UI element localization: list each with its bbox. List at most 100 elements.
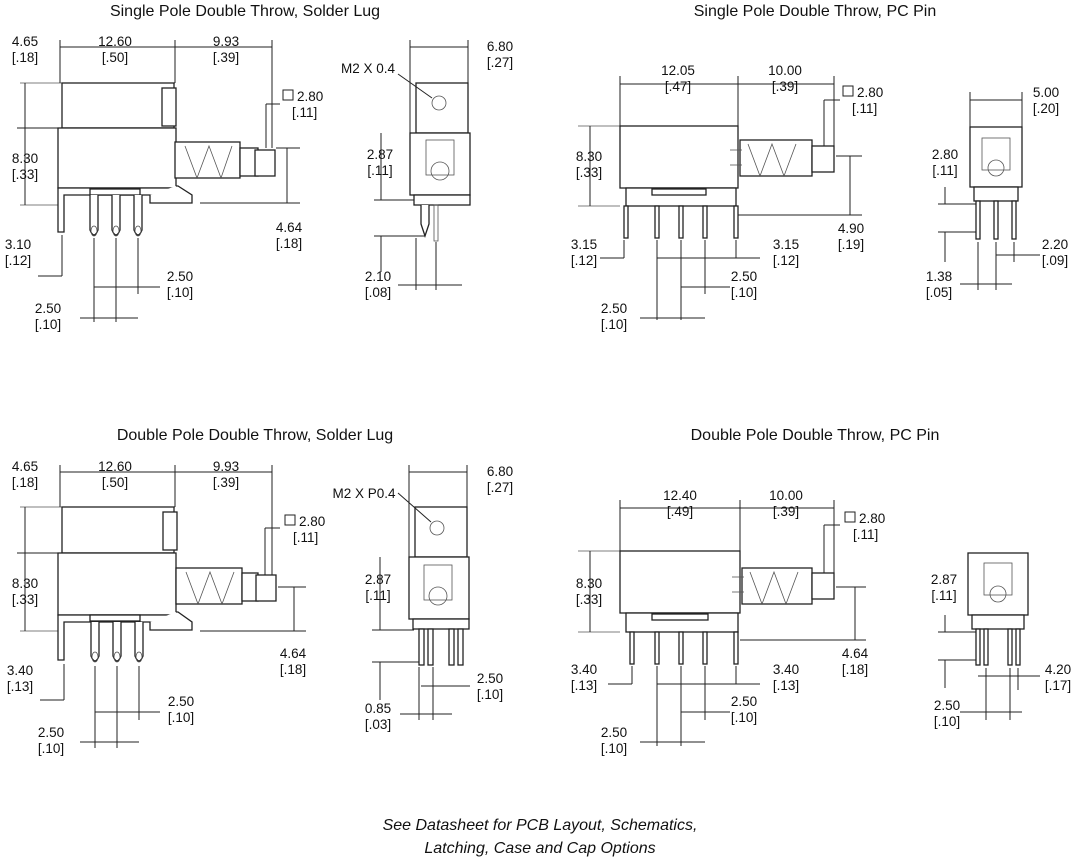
square-symbol-icon [844,511,856,523]
dimension-value: 4.20 [1045,662,1071,677]
dimension-value: 12.60 [98,34,132,49]
dimension-value: [.33] [12,167,38,182]
footnote: See Datasheet for PCB Layout, Schematics… [383,817,698,857]
square-symbol-icon [282,89,294,101]
dimension-value: [.10] [731,710,757,725]
dimension-value: [.18] [12,475,38,490]
footnote-line-2: Latching, Case and Cap Options [424,840,655,857]
dimension-value: [.11] [853,527,878,542]
side-view-outline [409,82,471,242]
dimension-value: [.10] [934,714,960,729]
panel-spdt-solder-lug: Single Pole Double Throw, Solder Lug [5,3,513,332]
panel-title: Single Pole Double Throw, PC Pin [694,3,937,20]
dimension-value: 4.90 [838,221,864,236]
side-view-outline [967,552,1029,666]
dimension-value: [.33] [12,592,38,607]
dimension-labels: 12.05 [.47] 10.00 [.39] 2.80 [.11] 8.30 … [571,63,1068,332]
dimension-value: 2.80 [932,147,958,162]
dimension-value: 2.80 [859,511,885,526]
dimension-value: [.33] [576,165,602,180]
front-view-outline [20,82,276,237]
dimension-value: [.49] [667,504,693,519]
dimension-lines [17,465,470,748]
dimension-value: [.10] [477,687,503,702]
dimension-value: 10.00 [768,63,802,78]
dimension-value: [.10] [167,285,193,300]
dimension-lines [589,76,1040,320]
dimension-line [397,492,432,523]
dimension-value: 4.64 [280,646,307,661]
dimension-value: [.27] [487,55,513,70]
dimension-value: [.11] [367,163,392,178]
front-view-outline [578,125,835,239]
panel-dpdt-pc-pin: Double Pole Double Throw, PC Pin [571,427,1071,756]
side-view-outline [408,506,470,666]
dimension-value: [.39] [772,79,798,94]
panel-spdt-pc-pin: Single Pole Double Throw, PC Pin [571,3,1068,332]
dimension-value: 4.65 [12,459,38,474]
dimension-value: [.12] [773,253,799,268]
dimension-value: 2.80 [297,89,323,104]
dimension-value: 2.87 [367,147,393,162]
dimension-value: 8.30 [12,576,38,591]
dimension-value: 2.50 [167,269,193,284]
dimension-value: 8.30 [576,149,602,164]
dimension-value: 4.65 [12,34,38,49]
dimension-value: 0.85 [365,701,391,716]
dimension-value: 3.40 [571,662,597,677]
dimension-value: [.11] [292,105,317,120]
dimension-value: [.10] [601,317,627,332]
dimension-labels: 12.40 [.49] 10.00 [.39] 2.80 [.11] 8.30 … [571,488,1071,756]
dimension-value: 2.50 [731,694,757,709]
dimension-value: 2.50 [601,725,627,740]
dimension-value: 1.38 [926,269,952,284]
dimension-value: 6.80 [487,464,513,479]
dimension-value: [.13] [773,678,799,693]
dimension-value: [.10] [35,317,61,332]
dimension-value: [.18] [276,236,302,251]
dimension-value: [.39] [773,504,799,519]
dimension-labels: 4.65 [.18] 12.60 [.50] 9.93 [.39] 2.80 [… [7,459,513,756]
dimension-value: [.18] [842,662,868,677]
dimension-value: 3.15 [773,237,799,252]
dimension-line [397,73,433,99]
dimension-value: [.10] [601,741,627,756]
dimension-value: 3.15 [571,237,597,252]
dimension-value: 2.50 [38,725,64,740]
dimension-value: 12.60 [98,459,132,474]
dimension-value: [.10] [38,741,64,756]
thread-note: M2 X 0.4 [341,61,396,76]
dimension-value: [.39] [213,475,239,490]
dimension-value: 9.93 [213,459,239,474]
dimension-value: 8.30 [12,151,38,166]
dimension-value: 2.50 [731,269,757,284]
dimension-value: 2.87 [931,572,957,587]
panel-title: Double Pole Double Throw, Solder Lug [117,427,393,444]
square-symbol-icon [842,85,854,97]
dimension-value: [.47] [665,79,691,94]
dimension-value: 3.40 [7,663,33,678]
dimension-value: 10.00 [769,488,803,503]
dimension-value: [.11] [852,101,877,116]
dimension-value: 12.05 [661,63,695,78]
dimension-value: 4.64 [842,646,869,661]
dimension-value: 2.80 [857,85,883,100]
dimension-value: 9.93 [213,34,239,49]
dimension-value: 2.80 [299,514,325,529]
side-view-outline [969,126,1023,240]
dimension-value: [.19] [838,237,864,252]
dimension-value: [.13] [7,679,33,694]
dimension-value: [.03] [365,717,391,732]
dimension-value: [.11] [293,530,318,545]
dimension-value: [.39] [213,50,239,65]
dimension-value: [.27] [487,480,513,495]
dimension-value: [.11] [932,163,957,178]
dimension-value: [.20] [1033,101,1059,116]
dimension-value: [.13] [571,678,597,693]
footnote-line-1: See Datasheet for PCB Layout, Schematics… [383,817,698,834]
panel-dpdt-solder-lug: Double Pole Double Throw, Solder Lug [7,427,513,756]
dimension-value: 3.40 [773,662,799,677]
dimension-value: [.33] [576,592,602,607]
dimension-value: 2.50 [35,301,61,316]
